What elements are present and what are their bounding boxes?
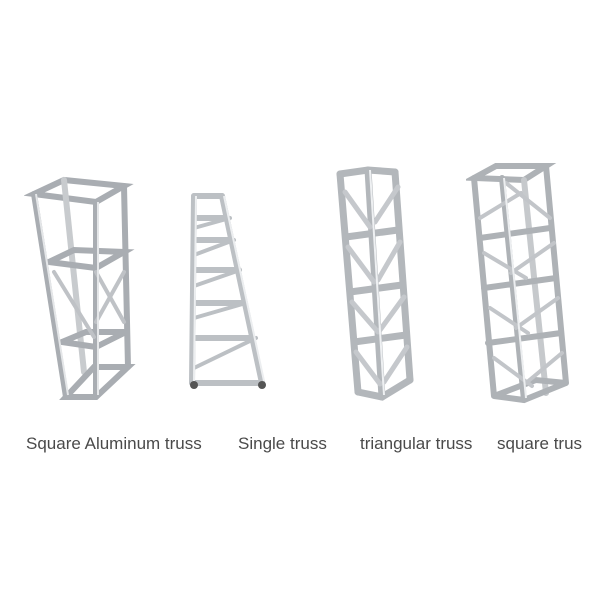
connector-icon: [190, 381, 198, 389]
connector-icon: [258, 381, 266, 389]
square-truss-icon: [24, 176, 136, 400]
label-triangular-truss: triangular truss: [360, 434, 473, 453]
triangular-truss-image: [330, 162, 420, 407]
square-aluminum-truss-image: [24, 172, 139, 407]
label-square-aluminum-truss: Square Aluminum truss: [26, 434, 202, 453]
triangular-truss-icon: [336, 166, 414, 401]
square-truss-2-image: [466, 158, 576, 408]
label-square-truss: square trus: [497, 434, 583, 453]
square-truss-icon: [466, 163, 569, 404]
label-single-truss: Single truss: [238, 434, 327, 453]
single-truss-icon: [189, 193, 266, 389]
single-truss-image: [184, 188, 269, 393]
